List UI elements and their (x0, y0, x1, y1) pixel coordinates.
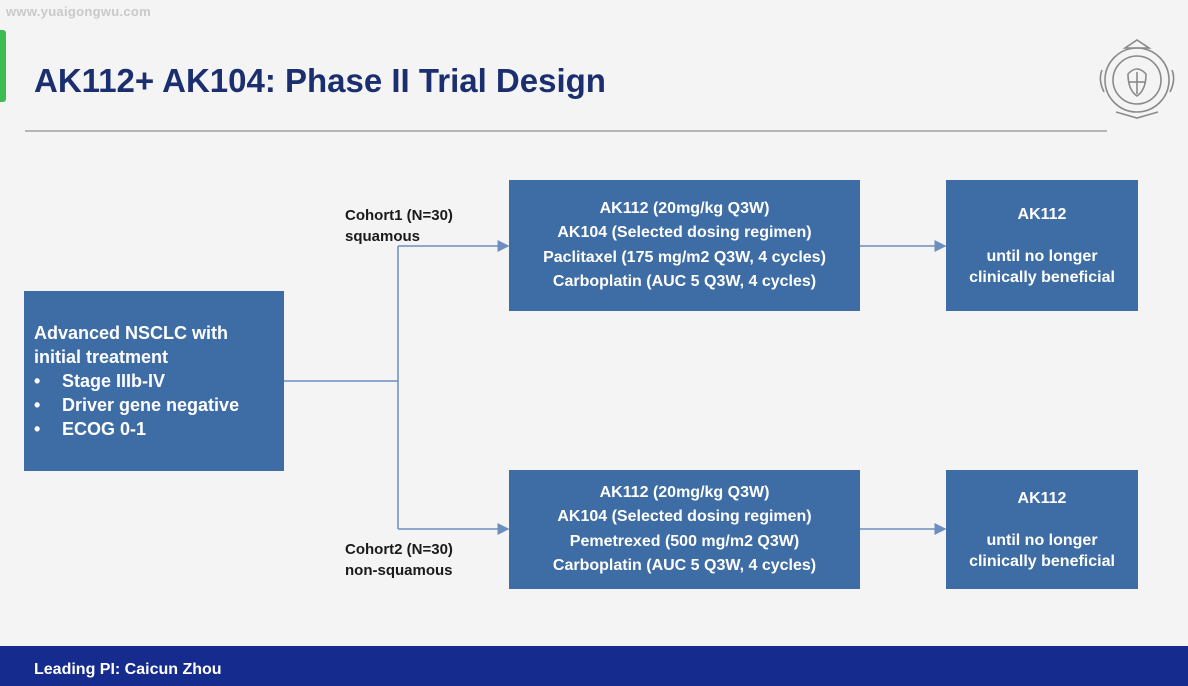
left-edge-accent (0, 30, 6, 102)
regimen-line: AK104 (Selected dosing regimen) (557, 508, 812, 525)
bullet-text: ECOG 0-1 (62, 419, 147, 439)
cohort1-label-line2: squamous (345, 228, 421, 245)
population-bullet: • Stage IIIb-IV (34, 369, 284, 393)
maintenance-line: clinically beneficial (969, 269, 1115, 286)
population-heading-line2: initial treatment (34, 347, 169, 367)
bullet-dot: • (34, 395, 41, 415)
bullet-text: Stage IIIb-IV (62, 371, 166, 391)
maintenance-drug: AK112 (1017, 490, 1067, 507)
institution-logo (1099, 39, 1175, 119)
population-bullet: • ECOG 0-1 (34, 417, 284, 441)
maintenance-drug: AK112 (1017, 206, 1067, 223)
cohort2-maintenance-box: AK112 until no longer clinically benefic… (946, 470, 1138, 589)
patient-population-box: Advanced NSCLC with initial treatment • … (24, 291, 284, 471)
cohort1-label: Cohort1 (N=30) squamous (345, 205, 453, 247)
cohort1-maintenance-box: AK112 until no longer clinically benefic… (946, 180, 1138, 311)
regimen-line: AK104 (Selected dosing regimen) (557, 224, 812, 241)
cohort2-regimen-box: AK112 (20mg/kg Q3W) AK104 (Selected dosi… (509, 470, 860, 589)
footer-bar (0, 646, 1188, 686)
watermark: www.yuaigongwu.com (6, 4, 152, 19)
cohort2-label-line1: Cohort2 (N=30) (345, 541, 453, 558)
regimen-line: Pemetrexed (500 mg/m2 Q3W) (569, 532, 800, 550)
regimen-line: Carboplatin (AUC 5 Q3W, 4 cycles) (552, 557, 817, 574)
regimen-line: Carboplatin (AUC 5 Q3W, 4 cycles) (552, 273, 817, 290)
maintenance-line: until no longer (986, 532, 1098, 549)
maintenance-line: clinically beneficial (969, 553, 1115, 570)
slide-title: AK112+ AK104: Phase II Trial Design (34, 62, 606, 99)
bullet-dot: • (34, 419, 41, 439)
maintenance-line: until no longer (986, 248, 1098, 265)
title-divider (25, 130, 1107, 132)
cohort1-label-line1: Cohort1 (N=30) (345, 207, 453, 224)
cohort2-label: Cohort2 (N=30) non-squamous (345, 539, 453, 581)
bullet-text: Driver gene negative (62, 395, 240, 415)
regimen-line: AK112 (20mg/kg Q3W) (599, 199, 770, 217)
regimen-line: Paclitaxel (175 mg/m2 Q3W, 4 cycles) (543, 248, 826, 266)
cohort2-label-line2: non-squamous (345, 562, 453, 579)
bullet-dot: • (34, 371, 41, 391)
population-bullet: • Driver gene negative (34, 393, 284, 417)
regimen-line: AK112 (20mg/kg Q3W) (599, 483, 770, 501)
footer-text: Leading PI: Caicun Zhou (34, 661, 222, 678)
population-heading-line1: Advanced NSCLC with (34, 323, 229, 343)
cohort1-regimen-box: AK112 (20mg/kg Q3W) AK104 (Selected dosi… (509, 180, 860, 311)
